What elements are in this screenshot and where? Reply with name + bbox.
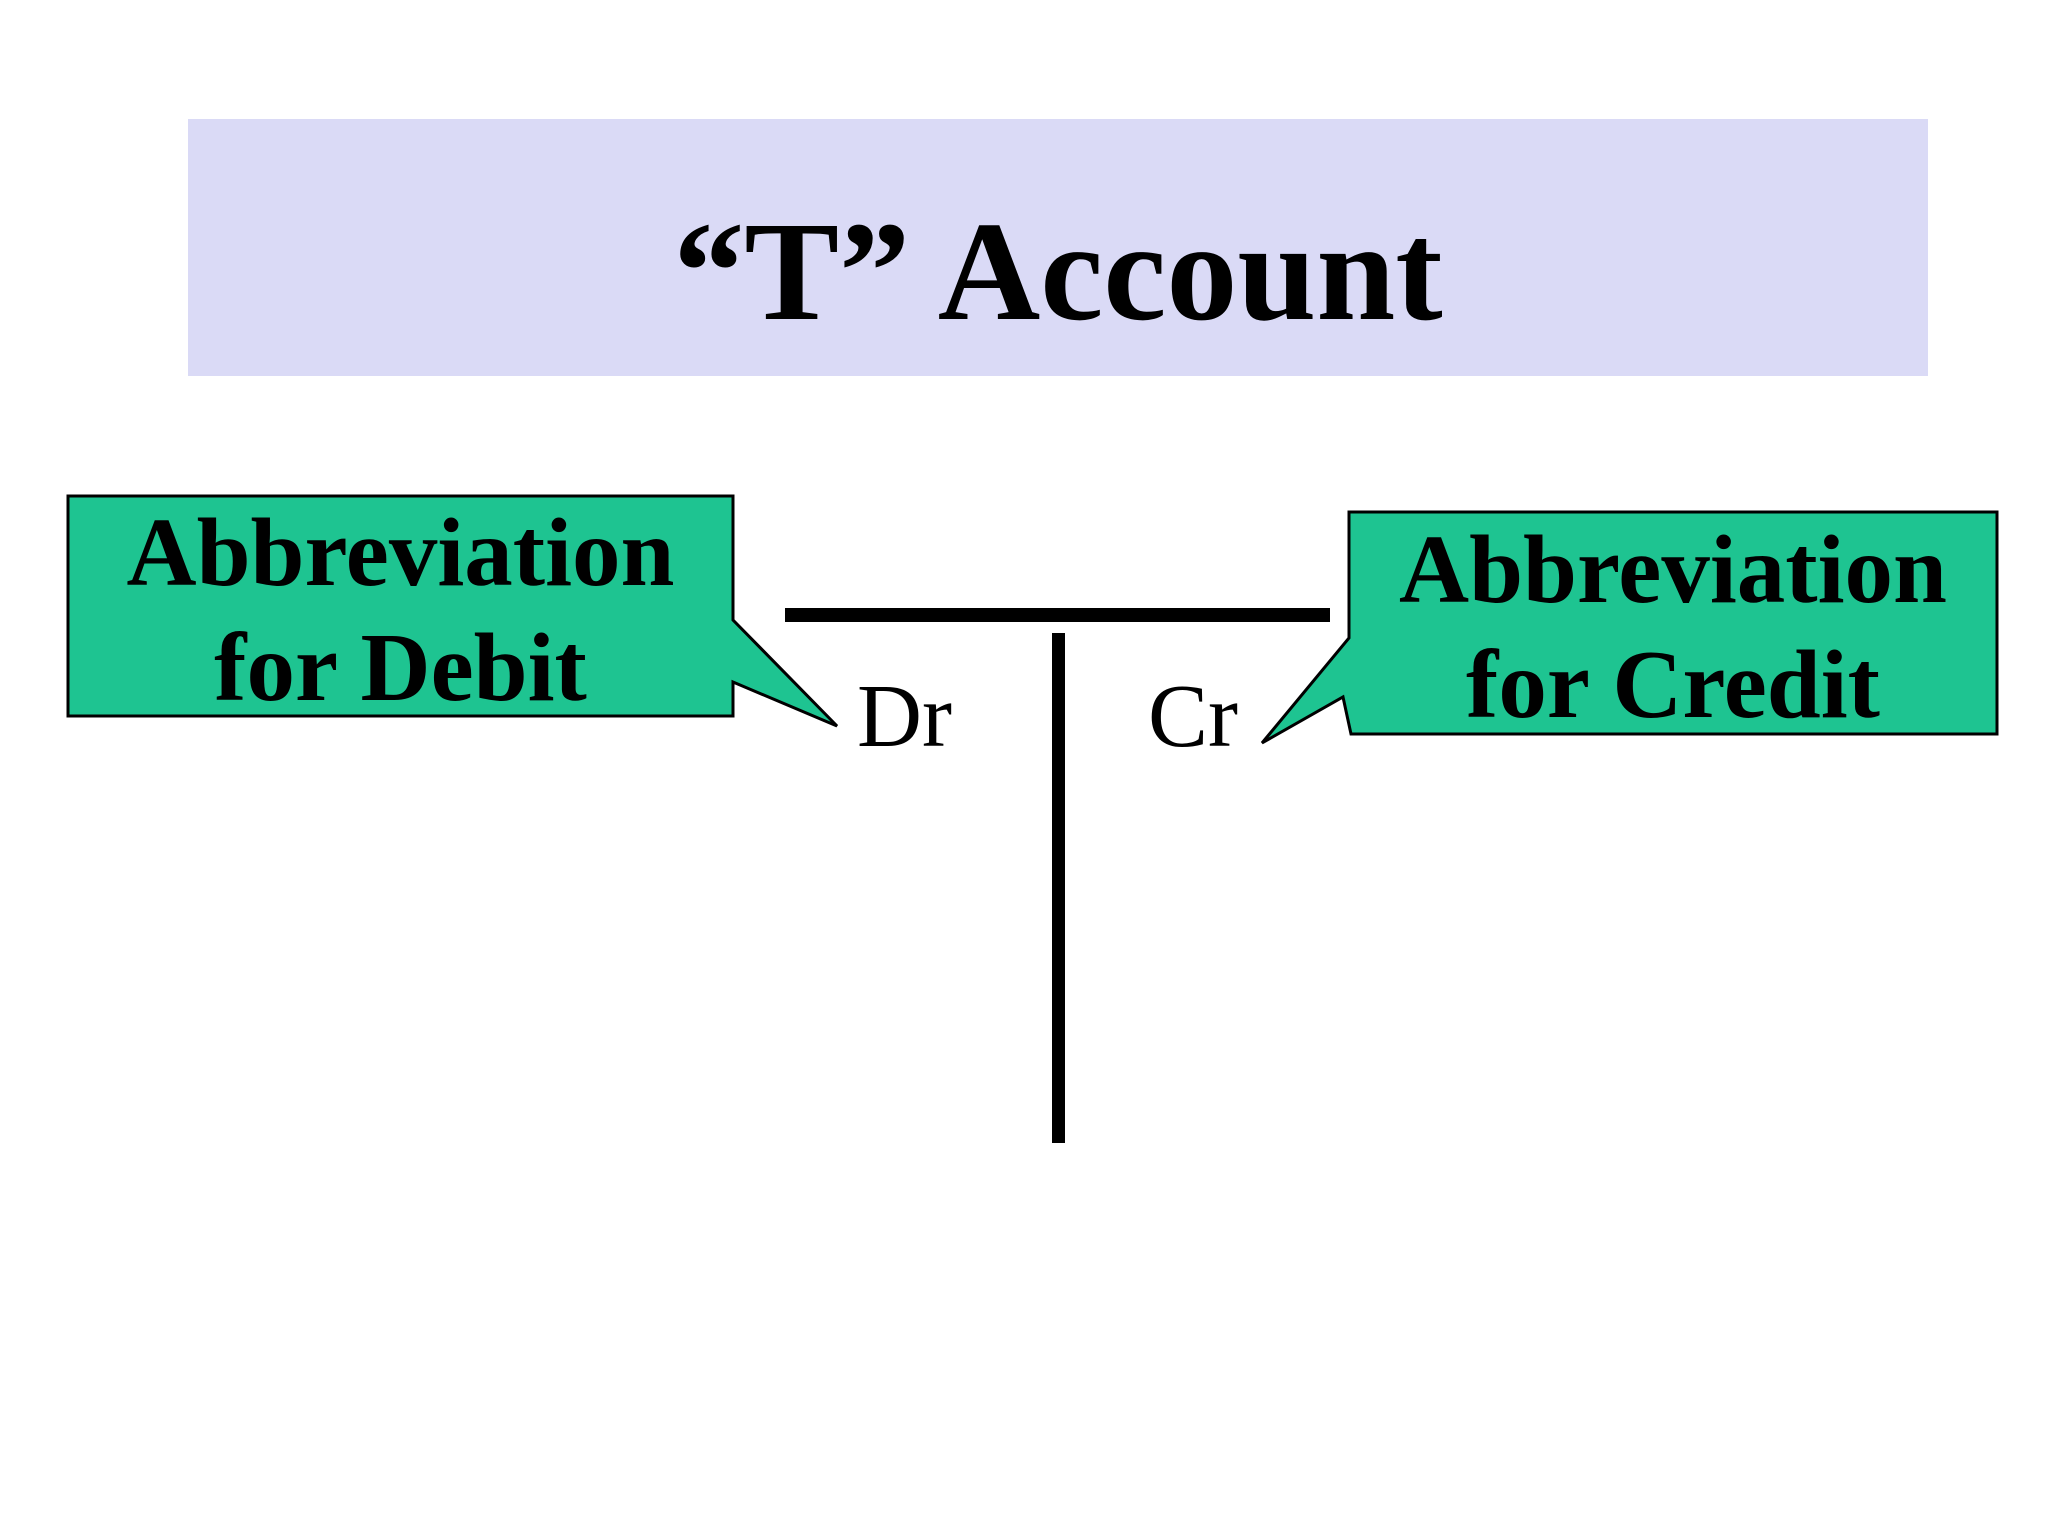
credit-abbreviation-label: Cr: [1148, 667, 1238, 766]
title-banner: [188, 119, 1928, 376]
debit-callout-line2: for Debit: [214, 614, 587, 721]
slide-title: “T” Account: [673, 192, 1443, 350]
debit-abbreviation-label: Dr: [857, 667, 952, 766]
debit-callout-label: Abbreviation for Debit: [68, 495, 733, 725]
credit-callout-label: Abbreviation for Credit: [1349, 512, 1997, 742]
debit-callout-shape: [66, 494, 839, 728]
credit-callout-line2: for Credit: [1466, 631, 1880, 738]
credit-callout-shape: [1260, 510, 1999, 745]
debit-callout-line1: Abbreviation: [126, 499, 675, 606]
credit-callout-line1: Abbreviation: [1399, 516, 1947, 623]
t-vertical-line: [1052, 633, 1065, 1143]
t-horizontal-line: [785, 608, 1330, 622]
